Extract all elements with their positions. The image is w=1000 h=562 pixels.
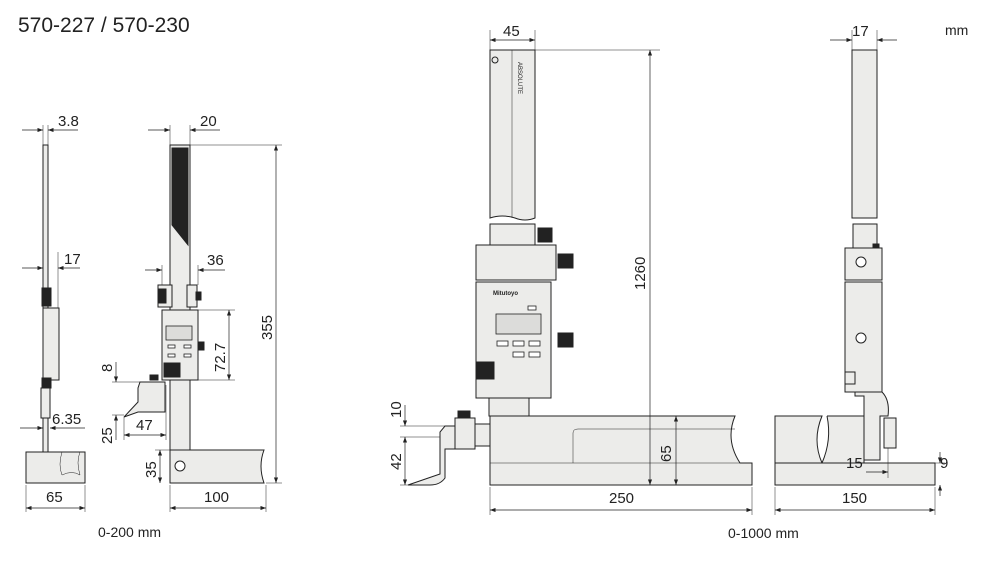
small-fine-knob (197, 341, 205, 351)
dim-small-base-depth: 65 (46, 489, 63, 506)
large-slider-knob (557, 253, 574, 269)
large-display-unit (475, 281, 552, 399)
large-model-caption: 0-1000 mm (728, 525, 799, 541)
large-fine-knob (557, 332, 574, 348)
dim-small-scriber-offset: 6.35 (52, 411, 81, 428)
large-slider (475, 244, 557, 281)
dim-large-base-depth: 150 (842, 490, 867, 507)
small-model-caption: 0-200 mm (98, 524, 161, 540)
dim-large-column-depth: 17 (852, 23, 869, 40)
large-side-base (774, 415, 823, 464)
small-side-clamp-knob (41, 287, 52, 307)
dim-large-foot-height: 9 (940, 455, 948, 472)
dim-large-scriber-drop: 42 (388, 453, 405, 470)
large-base (489, 415, 753, 486)
small-side-scriber-holder (40, 387, 51, 419)
dim-small-base-height: 35 (143, 461, 160, 478)
dim-large-base-height: 65 (658, 445, 675, 462)
large-side-column (851, 49, 878, 219)
dim-small-slider-depth: 17 (64, 251, 81, 268)
small-side-base (25, 451, 86, 484)
dim-small-scriber-reach: 47 (136, 417, 153, 434)
dim-large-scriber-offset: 15 (846, 455, 863, 472)
absolute-mark: ABSOLUTE (516, 62, 522, 94)
large-feed-wheel (476, 361, 495, 380)
brand-logo: Mitutoyo (493, 291, 518, 297)
dim-large-scriber-top: 10 (388, 401, 405, 418)
large-column-mid (489, 223, 536, 247)
dim-large-base-width: 250 (609, 490, 634, 507)
small-side-lock-knob (41, 377, 52, 389)
small-side-view: 3.8 17 6.35 65 (20, 113, 86, 512)
small-base (169, 449, 265, 484)
small-clamp-knob (157, 288, 167, 304)
large-lcd (495, 313, 542, 335)
dim-small-scriber-top: 8 (99, 364, 116, 372)
dim-small-column-width: 20 (200, 113, 217, 130)
small-feed-wheel (163, 362, 181, 378)
large-clamp-knob (537, 227, 553, 243)
small-side-slider (42, 307, 60, 381)
dim-large-column-width: 45 (503, 23, 520, 40)
large-front-view: ABSOLUTE Mitutoyo 45 1260 65 (388, 23, 753, 515)
large-side-view: 17 15 9 150 (774, 23, 948, 515)
dim-small-overall-height: 355 (259, 315, 276, 340)
dim-small-base-width: 100 (204, 489, 229, 506)
page-title: 570-227 / 570-230 (18, 14, 190, 37)
unit-label: mm (945, 22, 968, 38)
dim-small-scriber-drop: 25 (99, 427, 116, 444)
dim-small-slider-width: 36 (207, 252, 224, 269)
large-column-top (489, 49, 536, 221)
dim-large-overall-height: 1260 (632, 257, 649, 290)
dim-small-scriber-thickness: 3.8 (58, 113, 79, 130)
small-column-scale (171, 147, 189, 247)
small-front-view: 20 36 72.7 355 8 25 47 35 10 (99, 113, 282, 512)
small-lcd (165, 325, 193, 341)
dim-small-display-height: 72.7 (212, 343, 229, 372)
small-scriber (123, 381, 166, 418)
